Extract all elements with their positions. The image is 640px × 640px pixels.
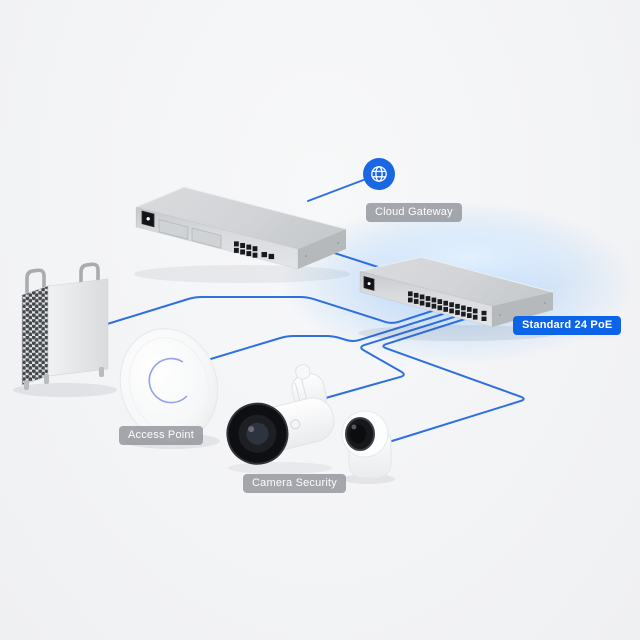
camera-security-label: Camera Security: [243, 474, 346, 493]
internet-node: [363, 158, 395, 190]
switch-badge: Standard 24 PoE: [513, 316, 622, 335]
gateway-ports: [234, 241, 275, 260]
compact-camera-device: [341, 410, 395, 484]
workstation-feet: [24, 367, 104, 390]
cable-internet-gateway: [307, 178, 367, 202]
access-point-label: Access Point: [119, 426, 203, 445]
bullet-camera-device: [226, 364, 335, 474]
cable-switch-compact-camera: [382, 318, 525, 442]
gateway-bay-2: [191, 227, 222, 249]
poe-switch-device: [358, 256, 558, 341]
access-point-led-ring: [148, 357, 188, 404]
cable-switch-access-point: [203, 313, 444, 362]
workstation-grille: [21, 285, 49, 386]
cable-switch-bullet-camera: [307, 316, 455, 404]
cloud-gateway-device: [134, 186, 350, 283]
globe-icon: [371, 166, 387, 182]
cloud-gateway-label: Cloud Gateway: [366, 203, 462, 222]
cable-switch-workstation: [103, 296, 433, 326]
workstation-handles: [25, 262, 100, 296]
workstation-device: [13, 262, 117, 397]
switch-ports: [408, 291, 487, 321]
gateway-bay-1: [158, 218, 189, 240]
